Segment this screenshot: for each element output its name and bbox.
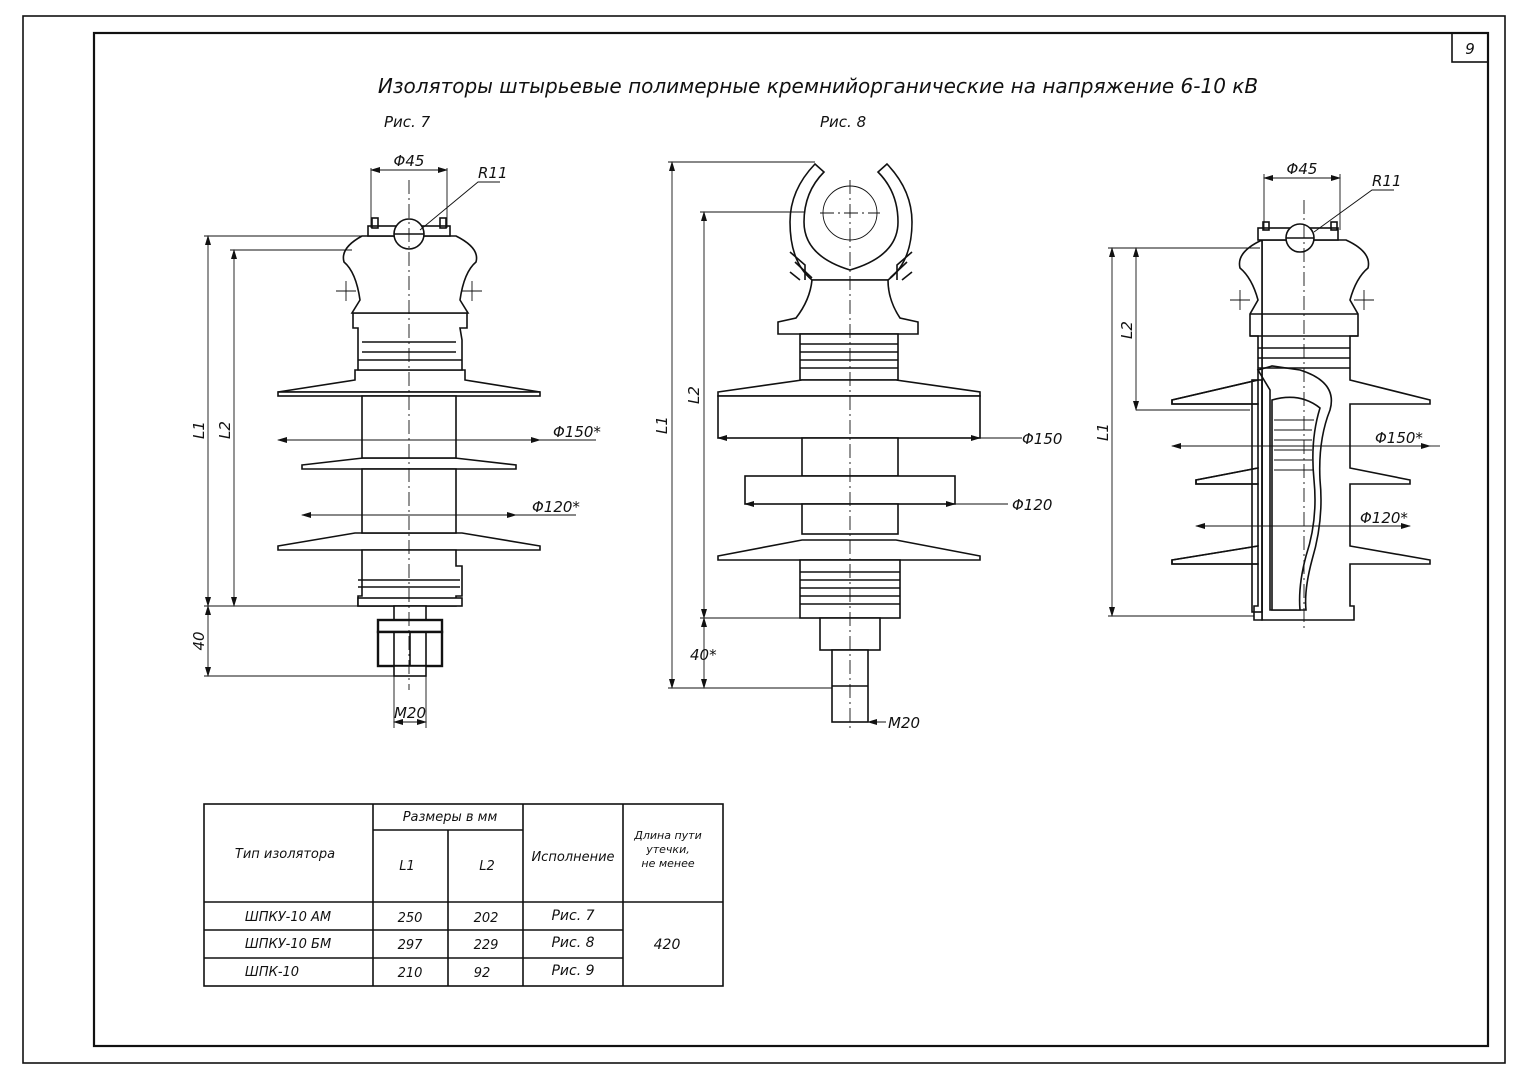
table-header-exec: Исполнение (531, 850, 614, 865)
fig9-dim-l1: L1 (1094, 423, 1112, 441)
fig8-dim-40: 40* (690, 646, 717, 664)
page-number-box (1451, 32, 1489, 63)
fig7-insulator-body (277, 217, 541, 607)
fig7-caption: Рис. 7 (384, 113, 431, 131)
inner-frame (92, 31, 1490, 1048)
fig9-insulator-body (1171, 221, 1431, 621)
table-header-leak-1: Длина пути (633, 829, 701, 842)
row3-l2: 92 (474, 966, 491, 981)
figure-8: Рис. 8 Φ150 (653, 113, 1062, 732)
table-row: ШПК-10 210 92 Рис. 9 (245, 963, 595, 981)
fig8-dim-d120: Φ120 (1012, 496, 1052, 514)
row3-exec: Рис. 9 (551, 963, 594, 979)
row2-l1: 297 (398, 938, 424, 953)
fig9-dim-d120: Φ120* (1360, 509, 1408, 527)
fig9-dim-l2: L2 (1118, 321, 1136, 339)
table-header-dims: Размеры в мм (403, 810, 498, 825)
row3-l1: 210 (398, 966, 423, 981)
fig7-dim-d120: Φ120* (532, 498, 580, 516)
table-header-type: Тип изолятора (235, 847, 335, 862)
figure-9: Φ45 R11 Φ150* Φ120* L1 L2 (1094, 160, 1440, 628)
figure-7: Рис. 7 (190, 113, 601, 728)
table-row: ШПКУ-10 АМ 250 202 Рис. 7 (245, 908, 595, 926)
fig7-dim-d45: Φ45 (394, 152, 425, 170)
fig9-dim-d150: Φ150* (1375, 429, 1423, 447)
fig9-dim-d45: Φ45 (1287, 160, 1318, 178)
fig8-dim-m20: M20 (888, 714, 920, 732)
fig8-dim-l2: L2 (685, 386, 703, 404)
fig8-dim-l1: L1 (653, 416, 671, 434)
fig7-dim-l2: L2 (216, 421, 234, 439)
fig7-dim-l1: L1 (190, 421, 208, 439)
table-header-leak-2: утечки, (645, 843, 689, 856)
table-row: ШПКУ-10 БМ 297 229 Рис. 8 (245, 935, 595, 953)
fig9-dim-r11: R11 (1372, 172, 1402, 190)
fig7-dim-m20: M20 (394, 704, 426, 722)
table-header-l2: L2 (479, 859, 495, 874)
fig7-dim-r11: R11 (478, 164, 508, 182)
row2-exec: Рис. 8 (551, 935, 594, 951)
fig7-dim-d150: Φ150* (553, 423, 601, 441)
row1-type: ШПКУ-10 АМ (245, 910, 331, 925)
row2-type: ШПКУ-10 БМ (245, 937, 331, 952)
spec-table: Тип изолятора Размеры в мм L1 L2 Исполне… (203, 803, 724, 987)
fig8-dim-d150: Φ150 (1022, 430, 1062, 448)
table-header-l1: L1 (399, 859, 415, 874)
table-header-leak-3: не менее (641, 857, 694, 870)
fig7-fitting (357, 597, 463, 677)
page-number: 9 (1465, 40, 1475, 58)
fig8-caption: Рис. 8 (820, 113, 866, 131)
outer-frame (22, 15, 1506, 1064)
row1-l1: 250 (398, 911, 423, 926)
row1-l2: 202 (474, 911, 499, 926)
sheet-title: Изоляторы штырьевые полимерные кремнийор… (378, 74, 1258, 98)
row2-l2: 229 (474, 938, 499, 953)
leak-value: 420 (654, 937, 681, 953)
row3-type: ШПК-10 (245, 965, 299, 980)
fig7-dim-40: 40 (190, 631, 208, 650)
fig8-insulator-body (717, 162, 981, 723)
row1-exec: Рис. 7 (551, 908, 594, 924)
